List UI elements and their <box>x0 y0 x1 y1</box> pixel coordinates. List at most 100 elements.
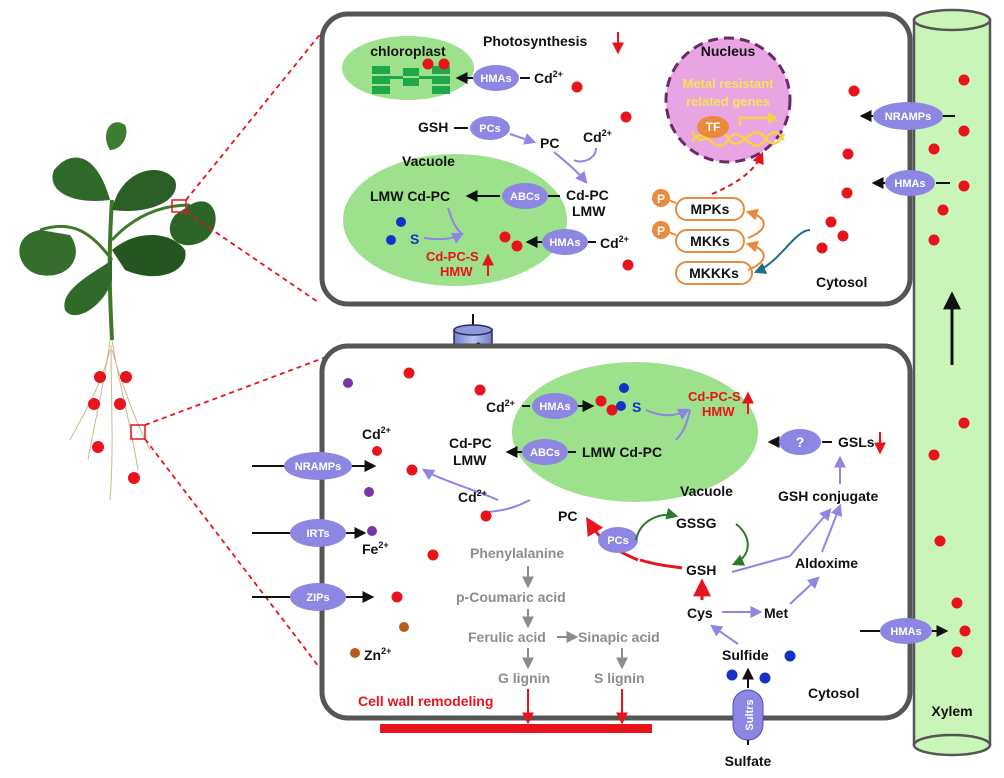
metal-genes-label-1: Metal resistant <box>682 76 774 91</box>
mpks-node <box>675 197 745 221</box>
cdpcs-top-label: Cd-PC-S <box>426 249 479 264</box>
s-bottom-label: S <box>632 399 641 415</box>
nramps-top-transporter <box>873 102 943 130</box>
phenylalanine-label: Phenylalanine <box>470 545 564 561</box>
irts-label: IRTs <box>306 528 329 540</box>
fe-label: Fe2+ <box>362 540 389 557</box>
pcs-top-label: PCs <box>479 123 500 135</box>
cd-chloroplast-label: Cd2+ <box>534 69 563 86</box>
nucleus-label: Nucleus <box>701 43 756 59</box>
abcs-bottom-label: ABCs <box>530 447 560 459</box>
cd-in-bottom-label: Cd2+ <box>486 398 515 415</box>
sulfate-label: Sulfate <box>725 753 772 769</box>
photosynthesis-label: Photosynthesis <box>483 33 587 49</box>
cytosol-bottom-label: Cytosol <box>808 685 859 701</box>
s-lignin-label: S lignin <box>594 670 645 686</box>
phosphate-1-label: P <box>657 192 665 206</box>
abcs-top-label: ABCs <box>510 191 540 203</box>
cell-wall-label: Cell wall remodeling <box>358 693 493 709</box>
gsh-label-top: GSH <box>418 119 448 135</box>
sultrs-label: Sultrs <box>744 699 756 730</box>
coumaric-label: p-Coumaric acid <box>456 589 566 605</box>
mkks-label: MKKs <box>690 233 730 249</box>
thylakoid-stack <box>372 66 450 94</box>
metal-genes-label-2: related genes <box>686 94 770 109</box>
cell-wall-bar <box>380 724 652 733</box>
phosphate-2-label: P <box>657 224 665 238</box>
hmas-bottom-transporter <box>532 393 578 419</box>
phosphate-2 <box>652 221 670 239</box>
hmas-xylem-transporter <box>880 618 932 644</box>
nramps-bottom-transporter <box>284 452 352 480</box>
gsls-label: GSLs <box>838 434 875 450</box>
s-top-label: S <box>410 231 419 247</box>
cys-label: Cys <box>687 605 713 621</box>
hmas-bottom-label: HMAs <box>539 401 570 413</box>
mkks-node <box>675 229 745 253</box>
tf-label: TF <box>706 120 721 134</box>
cdpc-lmw-bottom-2: LMW <box>453 452 487 468</box>
chloroplast-label: chloroplast <box>370 43 446 59</box>
pcs-top-enzyme <box>470 116 510 140</box>
hmas-xylem-label: HMAs <box>890 626 921 638</box>
zn-label: Zn2+ <box>364 646 391 663</box>
leaf-cell: chloroplast Photosynthesis HMAs Cd2+ GSH… <box>319 11 955 307</box>
zips-label: ZIPs <box>306 592 329 604</box>
ferulic-label: Ferulic acid <box>468 629 546 645</box>
cd-pc-bottom-label: Cd2+ <box>458 488 487 505</box>
pc-label-top: PC <box>540 135 559 151</box>
gsh-bottom-label: GSH <box>686 562 716 578</box>
nramps-bottom-label: NRAMPs <box>295 461 341 473</box>
hmw-bottom-label: HMW <box>702 404 735 419</box>
hmas-chloroplast-label: HMAs <box>480 73 511 85</box>
mkkks-node <box>675 261 753 285</box>
plant-illustration <box>19 122 216 501</box>
vacuole-bottom <box>512 362 758 502</box>
vacuole-top-label: Vacuole <box>402 153 455 169</box>
nucleus <box>664 36 792 164</box>
xylem-label: Xylem <box>931 703 972 719</box>
hmas-vacuole-top-label: HMAs <box>549 237 580 249</box>
pc-bottom-label: PC <box>558 508 577 524</box>
cdpcs-bottom-label: Cd-PC-S <box>688 389 741 404</box>
tf-protein <box>697 116 729 138</box>
hmw-top-label: HMW <box>440 264 473 279</box>
mpks-label: MPKs <box>691 201 730 217</box>
unknown-transporter-label: ? <box>796 434 805 450</box>
abcs-top-transporter <box>502 183 548 209</box>
unknown-transporter <box>779 429 821 455</box>
aldoxime-label: Aldoxime <box>795 555 858 571</box>
nramps-top-label: NRAMPs <box>885 111 931 123</box>
irts-transporter <box>290 519 346 547</box>
root-cell: Vacuole Cd2+ HMAs S Cd-PC-S HMW Cd-PC LM… <box>252 343 949 733</box>
hmas-vacuole-top-transporter <box>542 229 588 255</box>
lmw-cdpc-bottom-label: LMW Cd-PC <box>582 444 662 460</box>
sulfide-label: Sulfide <box>722 647 769 663</box>
abcs-bottom-transporter <box>522 439 568 465</box>
sinapic-label: Sinapic acid <box>578 629 660 645</box>
g-lignin-label: G lignin <box>498 670 550 686</box>
xylem-vessel: Xylem <box>912 8 992 757</box>
cytosol-top-label: Cytosol <box>816 274 867 290</box>
met-label: Met <box>764 605 788 621</box>
cd-left-label: Cd2+ <box>362 425 391 442</box>
cd-vacuole-top-label: Cd2+ <box>600 234 629 251</box>
vacuole-bottom-label: Vacuole <box>680 483 733 499</box>
cdpc-lmw-top-2: LMW <box>572 203 606 219</box>
phosphate-1 <box>652 189 670 207</box>
gsh-conjugate-label: GSH conjugate <box>778 488 879 504</box>
hmas-top-right-transporter <box>885 170 935 196</box>
pcs-bottom-label: PCs <box>607 535 628 547</box>
lmw-cdpc-top-label: LMW Cd-PC <box>370 188 450 204</box>
pcs-bottom-enzyme <box>598 527 638 553</box>
hmas-top-right-label: HMAs <box>894 178 925 190</box>
gssg-label: GSSG <box>676 515 717 531</box>
mkkks-label: MKKKs <box>689 265 739 281</box>
cd-pc-top-label: Cd2+ <box>583 128 612 145</box>
cdpc-lmw-bottom-1: Cd-PC <box>449 435 492 451</box>
zips-transporter <box>290 583 346 611</box>
cdpc-lmw-top-1: Cd-PC <box>566 187 609 203</box>
hmas-chloroplast-transporter <box>473 65 519 91</box>
sultrs-transporter: Sultrs Sulfate <box>725 689 772 769</box>
